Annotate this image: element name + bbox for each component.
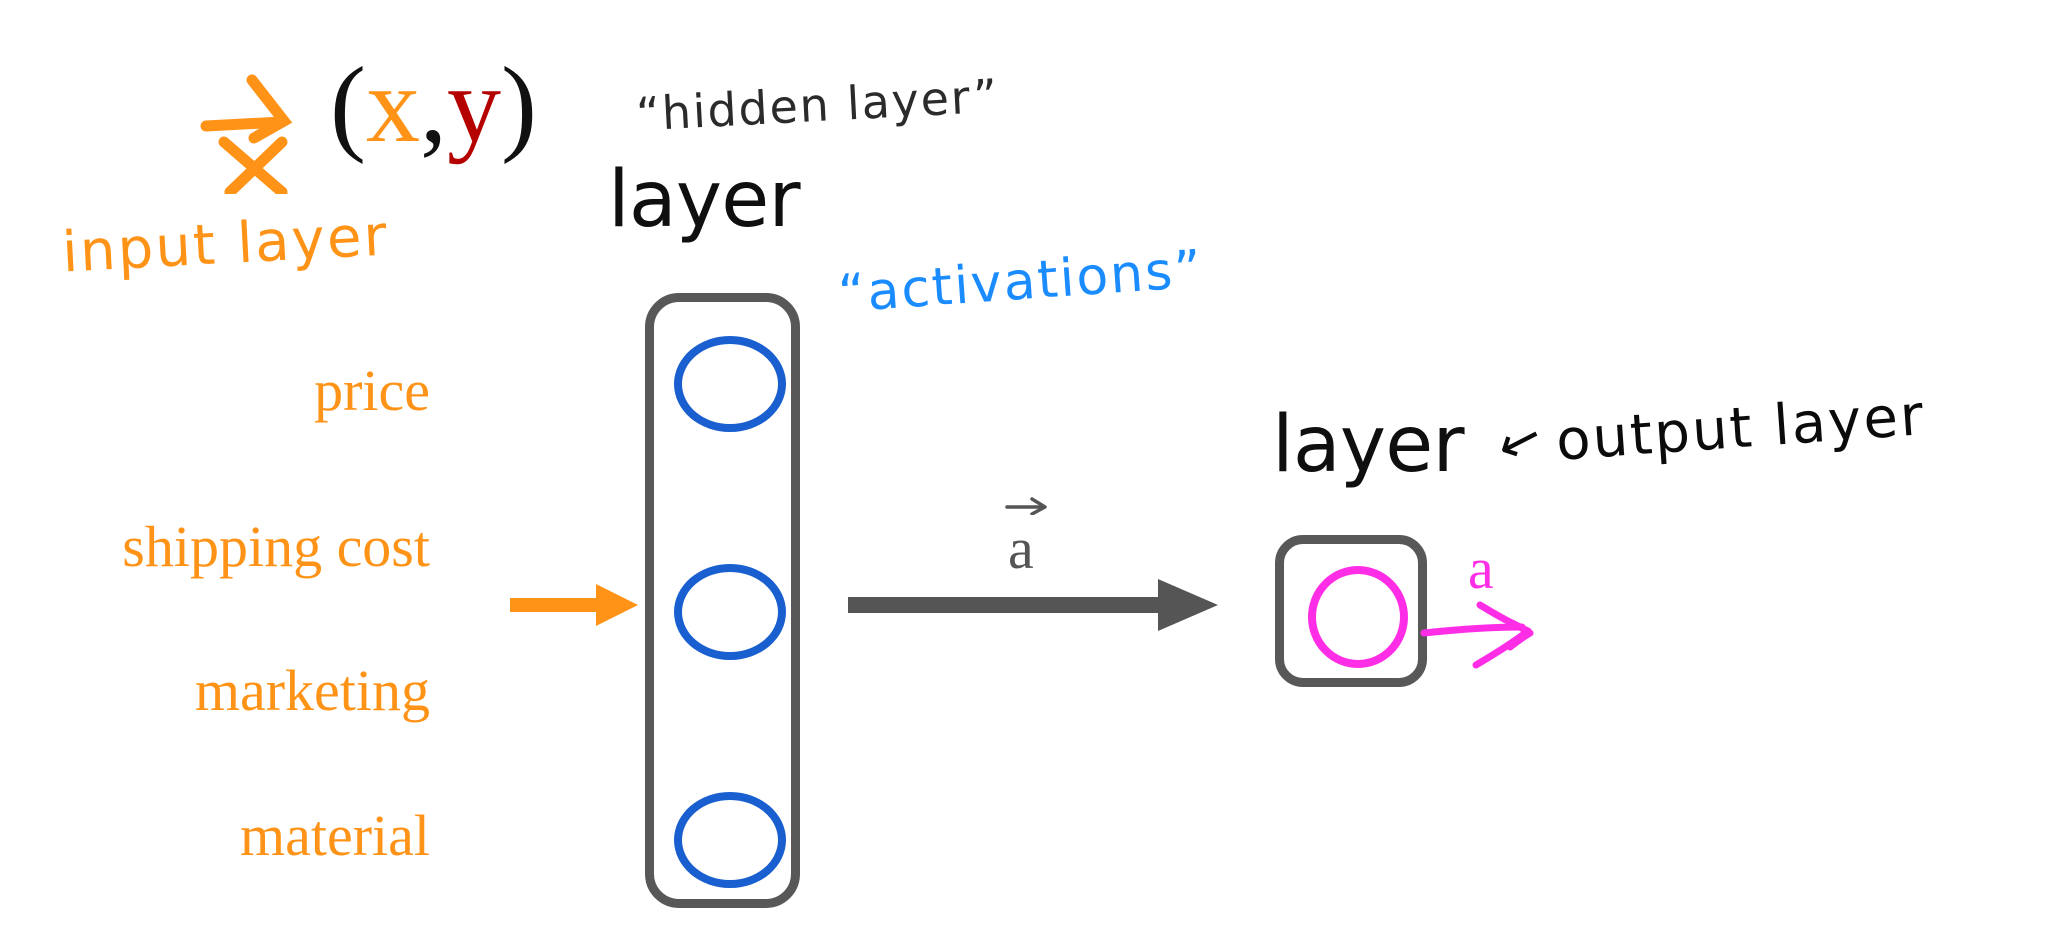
input-layer-annotation: input layer [60,203,391,286]
activation-vector-label: a [1005,497,1047,582]
output-layer-label: layer [1272,400,1465,490]
activation-vector-letter: a [1008,516,1034,581]
activation-scalar-label: a [1468,536,1494,601]
hidden-neuron-1 [674,336,786,432]
hidden-neuron-2 [674,564,786,660]
hidden-layer-annotation: “hidden layer” [634,68,1001,142]
hidden-layer-label: layer [608,155,801,245]
hidden-layer-box [645,293,800,908]
activations-annotation: “activations” [836,239,1206,325]
hidden-to-output-arrow-icon [848,579,1218,631]
tuple-open-paren: ( [330,46,366,165]
tuple-comma: , [419,46,447,165]
input-feature-shipping-cost: shipping cost [122,514,430,579]
vector-overarrow-icon [1005,497,1047,515]
tuple-close-paren: ) [500,46,537,165]
output-pointer-arrow-icon: ↙ [1490,405,1553,477]
input-feature-material: material [239,803,430,868]
tuple-y: y [446,46,501,165]
tuple-x: x [365,46,420,165]
input-output-tuple: (x,y) [330,52,537,160]
output-layer-box [1275,535,1427,687]
input-to-hidden-arrow-icon [510,584,638,626]
output-layer-annotation: ↙output layer [1490,383,1928,478]
output-activation-arrow-icon [1420,601,1534,669]
input-feature-marketing: marketing [194,658,430,723]
hidden-neuron-3 [674,792,786,888]
input-feature-price: price [314,358,430,423]
input-vector-x-icon [200,74,293,194]
output-layer-annotation-text: output layer [1553,383,1928,474]
output-neuron-1 [1308,566,1408,668]
